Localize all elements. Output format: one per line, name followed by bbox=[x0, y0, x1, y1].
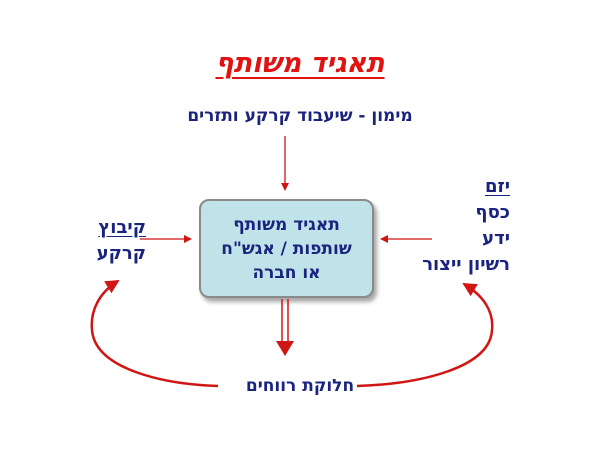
entrepreneur-item-license: רשיון ייצור bbox=[422, 254, 510, 275]
entrepreneur-block: יזם כסף ידע רשיון ייצור bbox=[395, 174, 510, 278]
kibbutz-heading: קיבוץ bbox=[98, 217, 146, 238]
entrepreneur-item-money: כסף bbox=[475, 202, 510, 223]
profit-distribution-label: חלוקת רווחים bbox=[245, 376, 355, 396]
kibbutz-block: קיבוץ קרקע bbox=[56, 215, 146, 267]
joint-corporation-box: תאגיד משותף שותפות / אגש"ח או חברה bbox=[199, 199, 374, 298]
arrow-box-to-profits bbox=[276, 299, 294, 356]
entrepreneur-heading: יזם bbox=[484, 176, 510, 197]
kibbutz-item-land: קרקע bbox=[96, 243, 146, 264]
financing-subtitle: מימון - שיעבוד קרקע ותזרים bbox=[187, 106, 413, 126]
center-box-line-1: תאגיד משותף bbox=[233, 214, 340, 235]
center-box-line-2: שותפות / אגש"ח bbox=[221, 238, 352, 259]
arrow-profits-to-entrepreneur bbox=[356, 282, 494, 388]
center-box-line-3: או חברה bbox=[252, 262, 321, 283]
arrow-profits-to-kibbutz bbox=[90, 279, 219, 388]
entrepreneur-item-knowledge: ידע bbox=[482, 228, 510, 249]
page-title: תאגיד משותף bbox=[215, 48, 385, 79]
